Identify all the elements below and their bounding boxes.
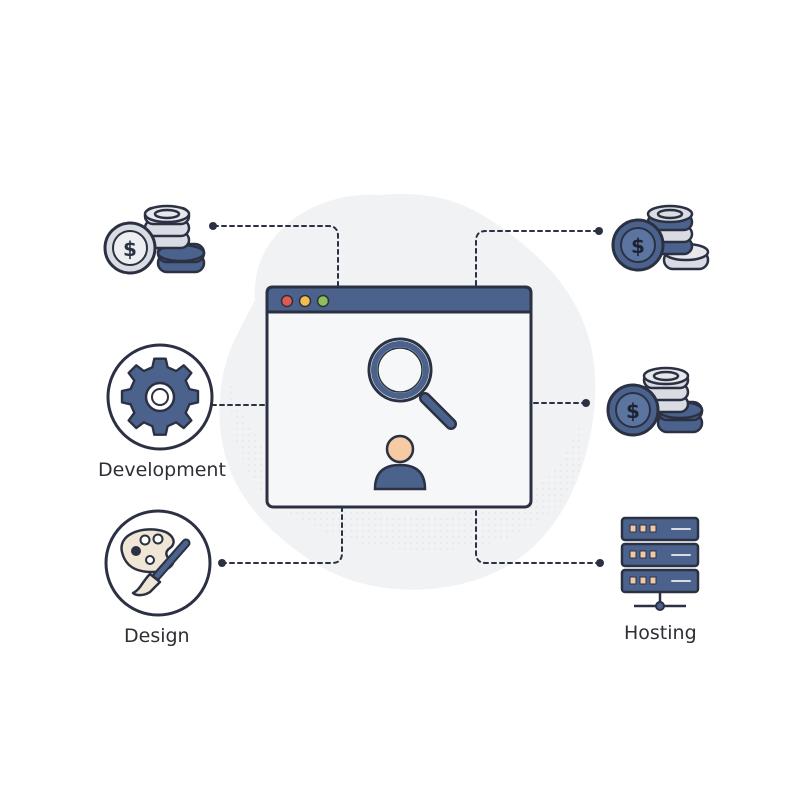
magnifying-glass-icon bbox=[367, 337, 457, 430]
window-dot-red bbox=[280, 294, 294, 308]
gear-icon bbox=[120, 357, 200, 436]
coin-stack-icon: $ bbox=[103, 204, 206, 275]
user-icon bbox=[373, 434, 427, 491]
hosting-label: Hosting bbox=[624, 622, 697, 644]
connector-dots bbox=[209, 222, 604, 567]
browser-window bbox=[265, 285, 533, 509]
connector-top-left bbox=[213, 225, 339, 289]
coin-stack-icon: $ bbox=[606, 366, 704, 437]
design-node bbox=[104, 509, 212, 617]
coin-stack-icon: $ bbox=[611, 204, 710, 272]
paint-palette-brush-icon bbox=[120, 528, 191, 597]
server-rack-icon bbox=[620, 516, 700, 611]
svg-text:$: $ bbox=[123, 237, 137, 261]
connector-lines bbox=[211, 225, 601, 564]
development-label: Development bbox=[98, 459, 226, 481]
svg-text:$: $ bbox=[631, 234, 645, 258]
development-node bbox=[106, 343, 214, 451]
svg-text:$: $ bbox=[626, 399, 640, 423]
design-label: Design bbox=[124, 625, 190, 647]
connector-bottom-right bbox=[475, 507, 601, 564]
window-dot-green bbox=[316, 294, 330, 308]
window-dot-yellow bbox=[298, 294, 312, 308]
connector-top-right bbox=[475, 230, 599, 289]
